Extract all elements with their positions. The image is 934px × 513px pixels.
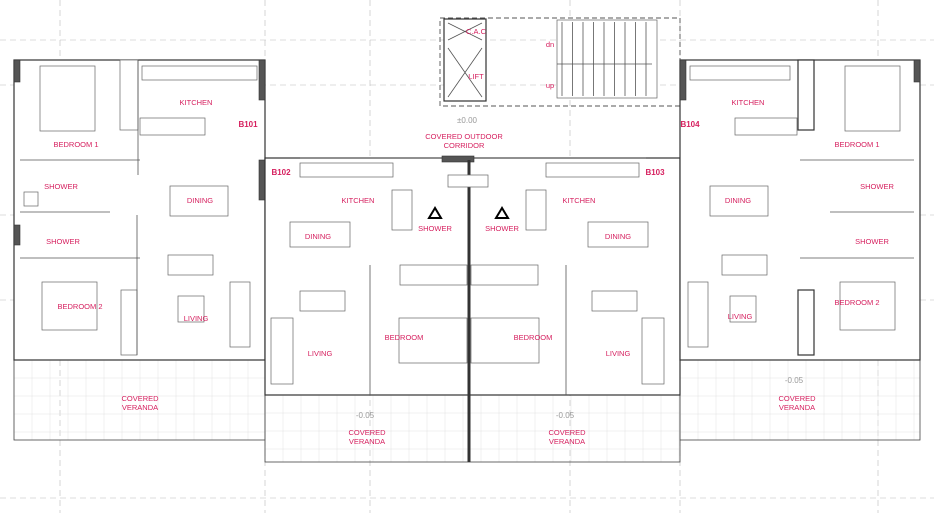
room-label: BEDROOM 1 [834, 140, 879, 149]
room-label: LIVING [606, 349, 631, 358]
room-label: SHOWER [860, 182, 894, 191]
unit-id: B102 [271, 168, 291, 177]
veranda-label-2: VERANDA [122, 403, 158, 412]
stair-up-label: up [546, 81, 554, 90]
core-stair-lift [439, 17, 681, 107]
room-label: DINING [605, 232, 631, 241]
room-label: DINING [187, 196, 213, 205]
veranda-label-2: VERANDA [349, 437, 385, 446]
room-label: DINING [725, 196, 751, 205]
veranda-tiles [13, 359, 921, 463]
corridor-level: ±0.00 [457, 116, 478, 125]
unit-b104 [679, 59, 921, 361]
veranda-label-1: COVERED [348, 428, 386, 437]
veranda-label-1: COVERED [548, 428, 586, 437]
room-label: BEDROOM [514, 333, 553, 342]
room-label: LIVING [728, 312, 753, 321]
room-label: SHOWER [44, 182, 78, 191]
room-label: SHOWER [46, 237, 80, 246]
unit-id: B104 [680, 120, 700, 129]
veranda-level: -0.05 [785, 376, 804, 385]
room-label: KITCHEN [563, 196, 596, 205]
veranda-label-1: COVERED [778, 394, 816, 403]
room-label: SHOWER [418, 224, 452, 233]
room-label: LIVING [184, 314, 209, 323]
room-label: DINING [305, 232, 331, 241]
veranda-level: -0.05 [556, 411, 575, 420]
unit-id: B101 [238, 120, 258, 129]
room-label: BEDROOM [385, 333, 424, 342]
warning-triangle-icon [427, 206, 443, 219]
unit-b101 [13, 59, 266, 361]
room-label: SHOWER [855, 237, 889, 246]
units-b102-b103 [264, 155, 681, 462]
room-label: KITCHEN [732, 98, 765, 107]
corridor-label-1: COVERED OUTDOOR [425, 132, 503, 141]
room-label: BEDROOM 2 [57, 302, 102, 311]
corridor-label-2: CORRIDOR [444, 141, 485, 150]
unit-id: B103 [645, 168, 665, 177]
room-label: SHOWER [485, 224, 519, 233]
room-label: KITCHEN [342, 196, 375, 205]
veranda-level: -0.05 [356, 411, 375, 420]
lift-label: LIFT [468, 72, 484, 81]
veranda-label-2: VERANDA [549, 437, 585, 446]
warning-triangle-icon [494, 206, 510, 219]
cac-label: C.A.C [466, 27, 487, 36]
veranda-label-1: COVERED [121, 394, 159, 403]
stair-dn-label: dn [546, 40, 554, 49]
room-label: BEDROOM 2 [834, 298, 879, 307]
room-label: LIVING [308, 349, 333, 358]
room-label: KITCHEN [180, 98, 213, 107]
room-label: BEDROOM 1 [53, 140, 98, 149]
veranda-label-2: VERANDA [779, 403, 815, 412]
